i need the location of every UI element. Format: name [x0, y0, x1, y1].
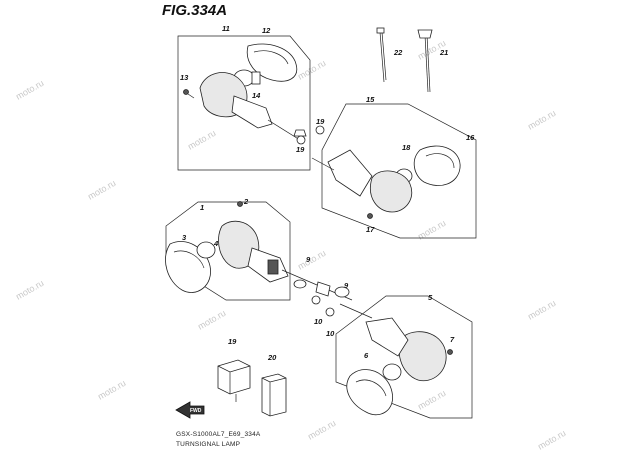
callout-19a: 19	[296, 145, 305, 154]
watermark-14: moto.ru	[526, 298, 557, 322]
assembly-box-1	[165, 201, 291, 301]
lens-16	[413, 145, 461, 186]
callout-3: 3	[182, 233, 187, 242]
fwd-arrow-indicator: FWD	[175, 401, 205, 419]
arrow-left-icon	[175, 401, 205, 419]
module-21	[261, 373, 287, 417]
figure-subtitle: TURNSIGNAL LAMP	[176, 441, 241, 448]
figure-title: FIG.334A	[162, 2, 228, 19]
screw-7	[447, 349, 453, 355]
watermark-8: moto.ru	[296, 248, 327, 272]
callout-17: 17	[366, 225, 375, 234]
callout-12: 12	[262, 26, 271, 35]
callout-7: 7	[450, 335, 455, 344]
cable-ties: 22 21	[376, 27, 448, 93]
nut-10a	[311, 295, 321, 305]
grommet-19a	[296, 135, 306, 145]
callout-11: 11	[222, 24, 230, 33]
bulb-4	[196, 241, 216, 259]
callout-19b: 19	[316, 117, 325, 126]
screw-2	[237, 201, 243, 207]
callout-22: 21	[439, 48, 448, 57]
callout-21: 20	[267, 353, 277, 362]
callout-9a: 9	[306, 255, 311, 264]
callout-2: 2	[243, 197, 249, 206]
watermark-layer: moto.ru moto.ru moto.ru moto.ru moto.ru …	[14, 38, 567, 452]
callout-15: 15	[366, 95, 375, 104]
callout-14: 14	[252, 91, 261, 100]
watermark-2: moto.ru	[14, 278, 45, 302]
watermark-9: moto.ru	[306, 418, 337, 442]
assembly-front-right: 15 16 18 17 19	[311, 95, 477, 239]
assembly-box-5	[335, 295, 473, 419]
watermark-5: moto.ru	[186, 128, 217, 152]
callout-6: 6	[364, 351, 369, 360]
mounting-hardware: 9 10 9 10	[281, 255, 373, 338]
watermark-15: moto.ru	[536, 428, 567, 452]
bulb-rear-right	[382, 363, 402, 381]
figure-code: GSX-S1000AL7_E69_334A	[176, 431, 261, 438]
bracket-9b	[334, 286, 350, 298]
callout-20: 19	[228, 337, 237, 346]
callout-23: 22	[393, 48, 403, 57]
watermark-4: moto.ru	[96, 378, 127, 402]
spacer-9a	[293, 279, 307, 289]
watermark-7: moto.ru	[296, 58, 327, 82]
nut-10b	[325, 307, 335, 317]
callout-18: 18	[402, 143, 411, 152]
assembly-front-left: 11 12 13 14 19	[177, 24, 311, 171]
callout-9b: 9	[344, 281, 349, 290]
relay-20	[217, 359, 251, 395]
assembly-rear-right: 5 6 7	[335, 293, 473, 419]
screw-17	[367, 213, 373, 219]
watermark-12: moto.ru	[416, 388, 447, 412]
callout-5: 5	[428, 293, 433, 302]
assembly-rear-left: 1 2 3 4	[165, 197, 291, 301]
callout-10b: 10	[326, 329, 335, 338]
callout-1: 1	[200, 203, 204, 212]
grommet-19b	[315, 125, 325, 135]
watermark-13: moto.ru	[526, 108, 557, 132]
watermark-3: moto.ru	[86, 178, 117, 202]
callout-4: 4	[213, 239, 219, 248]
watermark-1: moto.ru	[14, 78, 45, 102]
fwd-label: FWD	[190, 408, 202, 414]
tie-22	[424, 34, 429, 93]
assembly-box-15	[321, 103, 477, 239]
flasher-relay-group: 19 20	[217, 337, 287, 417]
callout-13: 13	[180, 73, 189, 82]
screw-13	[183, 89, 189, 95]
tie-23	[379, 31, 385, 83]
watermark-6: moto.ru	[196, 308, 227, 332]
callout-16: 16	[466, 133, 475, 142]
assembly-box-11	[177, 35, 311, 171]
callout-10a: 10	[314, 317, 323, 326]
